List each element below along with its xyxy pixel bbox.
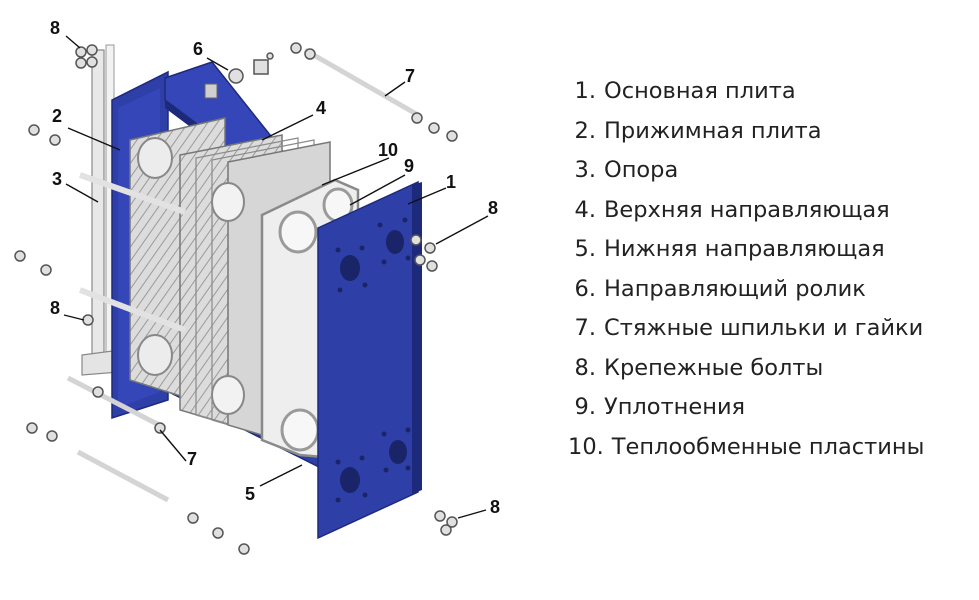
callout-label: 8 [50,298,60,318]
callout-label: 9 [404,156,414,176]
callout-label: 6 [193,39,203,59]
legend-text: Нижняя направляющая [604,236,885,262]
legend-text: Теплообменные пластины [611,433,925,460]
callout-label: 7 [187,449,197,469]
legend-text: Верхняя направляющая [604,196,890,223]
callout-label: 8 [50,18,60,38]
support-post [81,44,121,376]
legend-item: 5.Нижняя направляющая [574,236,885,262]
callout-label: 4 [316,98,326,118]
callout-label: 7 [405,66,415,86]
legend-item: 8.Крепежные болты [574,354,824,381]
callout-label: 2 [52,106,62,126]
frame-plate [317,180,422,540]
callout-label: 8 [488,198,498,218]
leader-lines [63,35,489,519]
legend-text: Прижимная плита [604,117,822,144]
legend-item: 2.Прижимная плита [574,117,822,144]
legend-item: 7.Стяжные шпильки и гайки [574,315,924,341]
legend-item: 6.Направляющий ролик [574,275,866,302]
legend-item: 1.Основная плита [574,78,796,104]
legend-text: Направляющий ролик [604,275,866,302]
callout-label: 8 [490,497,500,517]
legend-text: Опора [604,157,679,183]
callout-label: 5 [245,484,255,504]
legend-item: 3.Опора [574,157,679,183]
callout-label: 10 [378,140,398,160]
callout-label: 3 [52,169,62,189]
callout-label: 1 [446,172,456,192]
legend-item: 4.Верхняя направляющая [574,196,890,223]
legend-text: Уплотнения [604,394,746,420]
callout-labels: 8 6 7 2 4 10 9 3 1 8 8 7 5 8 [50,18,500,517]
nuts-and-bolts [14,42,458,555]
legend-item: 10.Теплообменные пластины [568,433,925,460]
legend-text: Крепежные болты [604,354,824,381]
tie-rods [66,47,420,503]
legend-text: Основная плита [604,78,796,104]
legend-item: 9.Уплотнения [574,394,746,420]
legend-text: Стяжные шпильки и гайки [604,315,924,341]
parts-legend: 1.Основная плита 2.Прижимная плита 3.Опо… [568,72,924,467]
